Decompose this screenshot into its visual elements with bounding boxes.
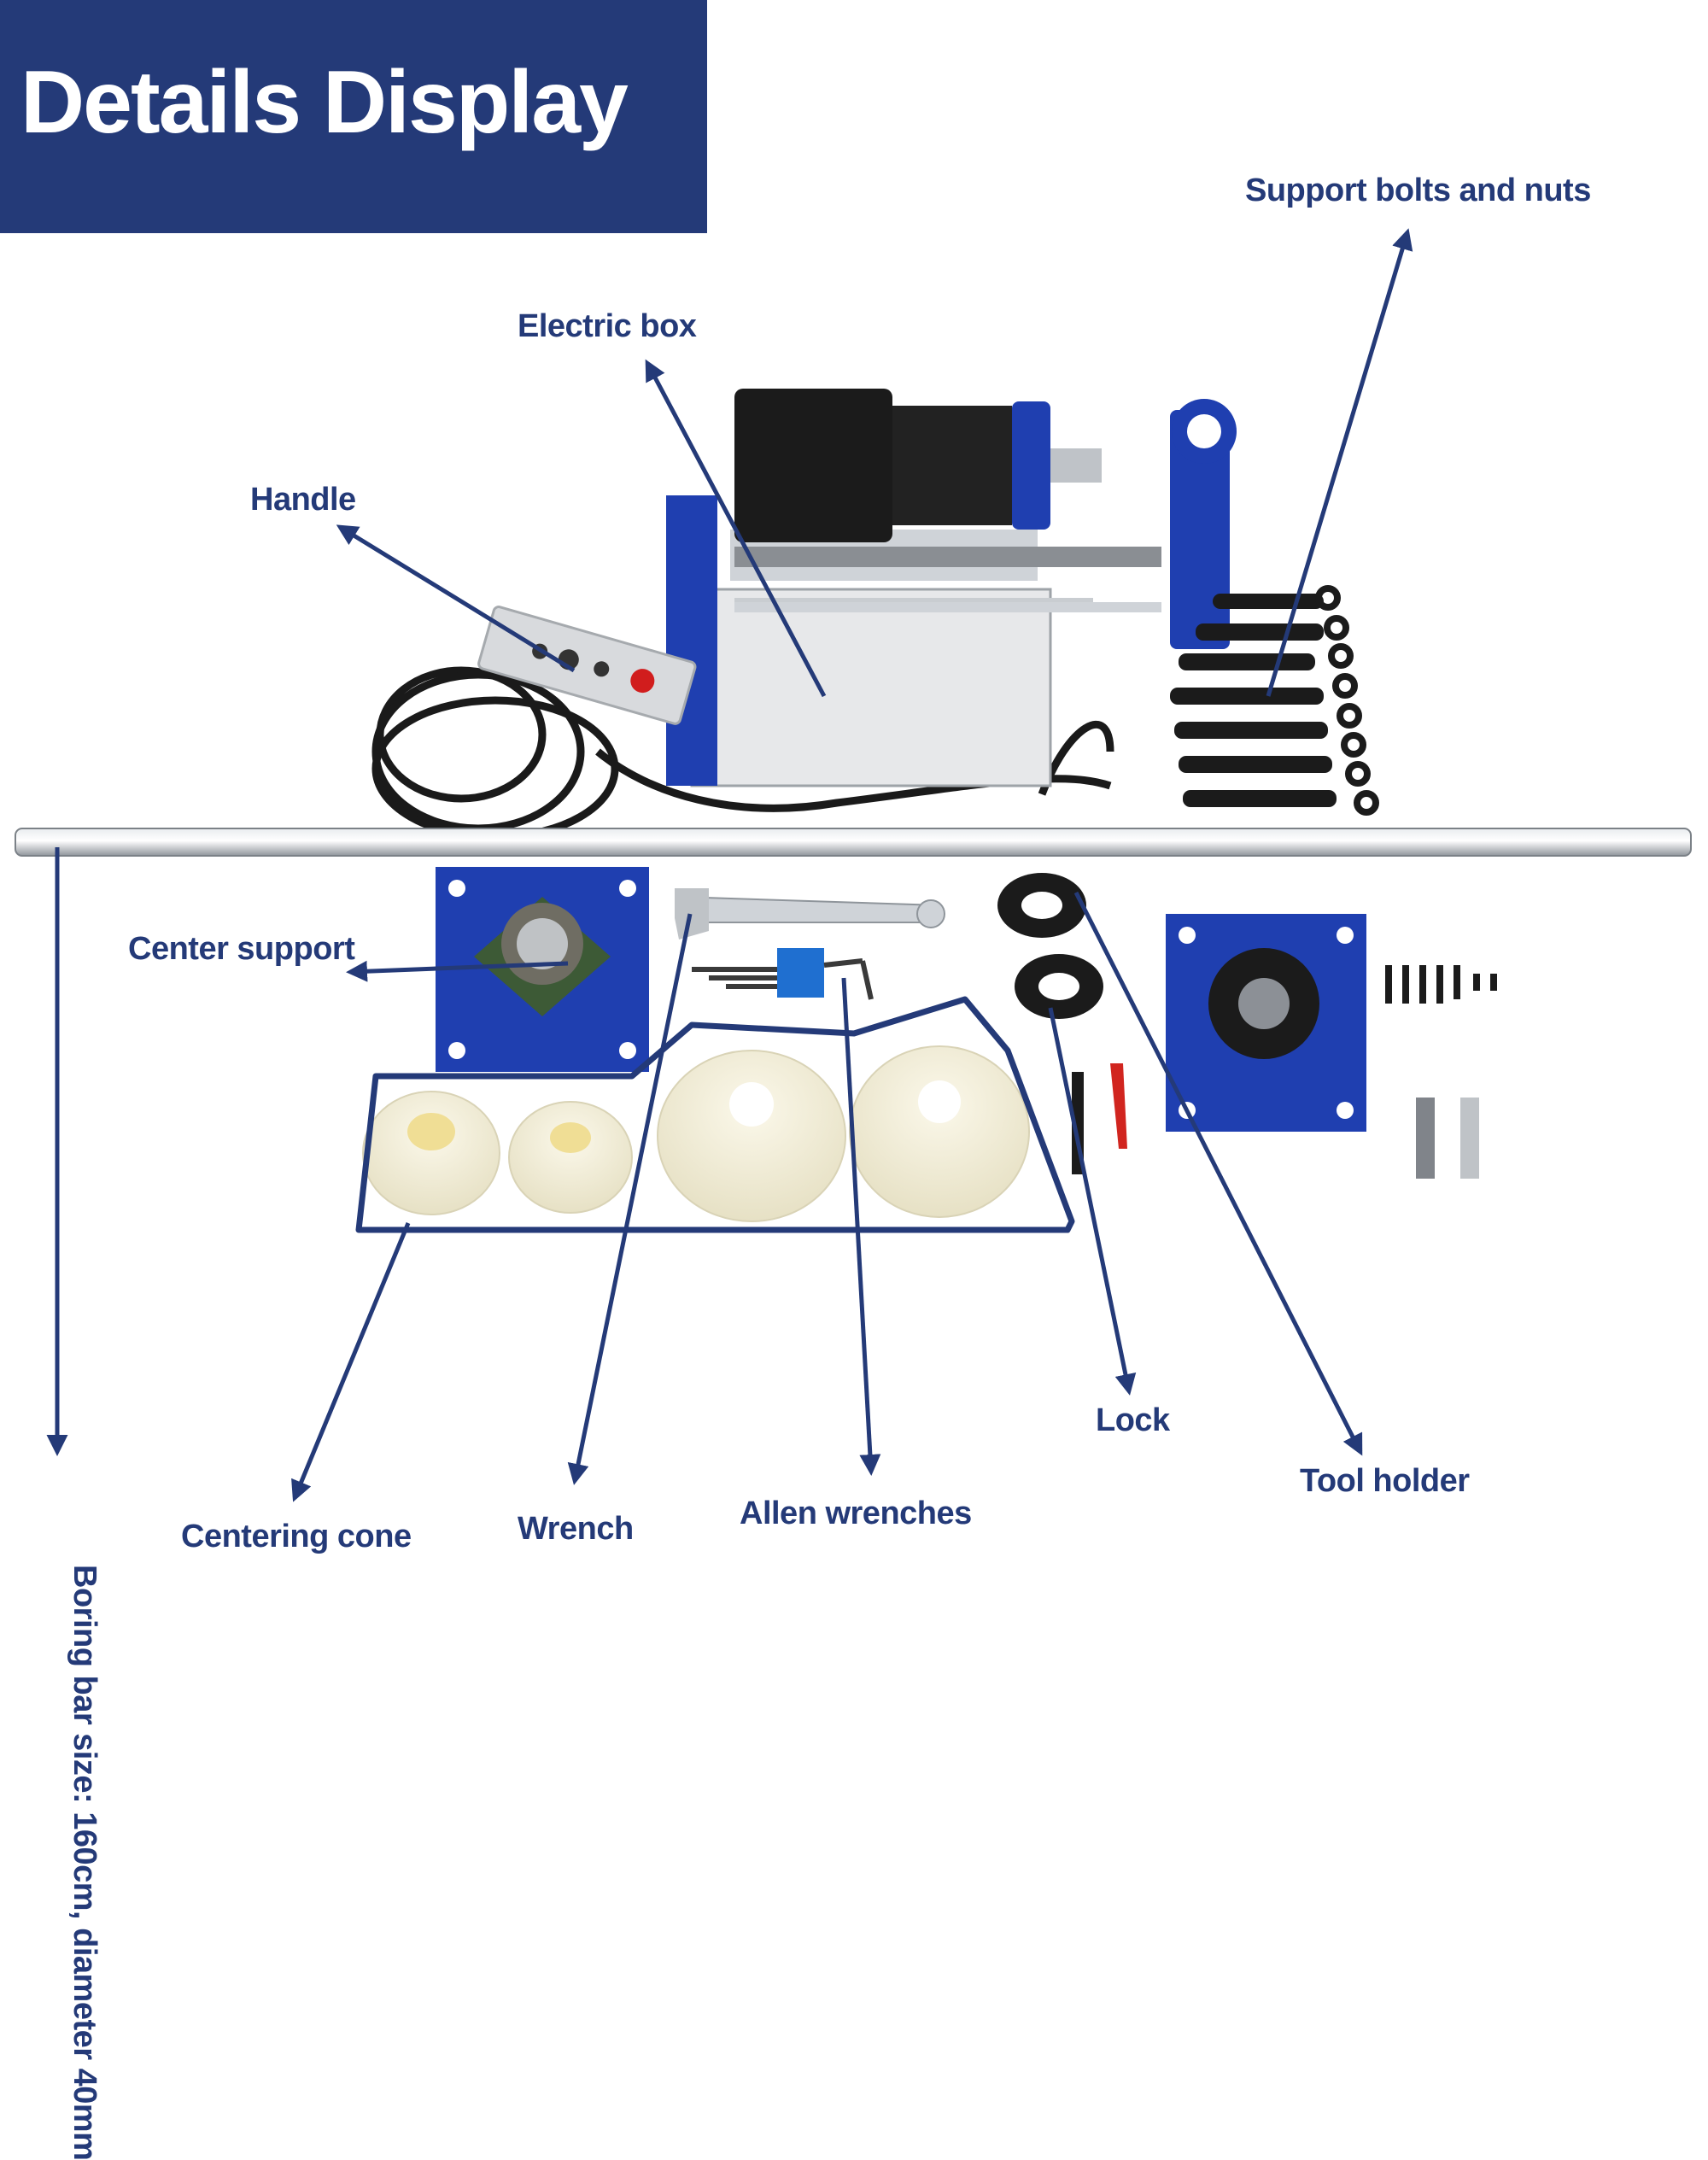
lock-collars [997,873,1103,1019]
cutting-tools [1072,1063,1479,1179]
label-handle: Handle [250,482,356,518]
label-wrench: Wrench [518,1511,634,1547]
label-electric-box: Electric box [518,308,697,344]
handle-pendant [477,606,697,725]
arrow-lock [1048,1007,1137,1396]
label-tool-holder: Tool holder [1300,1463,1470,1499]
title-banner: Details Display [0,0,707,233]
arrow-handle [336,524,576,673]
tool-holder-plate [1166,914,1366,1132]
arrow-centering-cone [291,1222,411,1502]
motor [734,389,1102,542]
product-photo [15,228,1692,1502]
support-bracket [1170,399,1237,649]
callout-arrows [46,228,1413,1502]
arrow-allen-wrenches [841,977,881,1476]
allen-wrench-set [692,948,874,1000]
centering-cones [362,1045,1030,1222]
adjustable-wrench [675,888,945,940]
label-support-bolts-nuts: Support bolts and nuts [1245,173,1591,208]
label-allen-wrenches: Allen wrenches [740,1496,972,1531]
label-boring-bar-size: Boring bar size: 160cm, diameter 40mm [67,1565,102,2160]
banner-title: Details Display [20,53,629,152]
lead-screw [734,547,1161,612]
label-center-support: Center support [128,931,355,967]
support-bolts [1170,594,1337,807]
boring-bar [15,828,1692,857]
label-lock: Lock [1096,1402,1170,1438]
support-nuts [1315,585,1379,816]
arrow-tool-holder [1073,891,1363,1456]
arrow-support-bolts [1266,228,1413,697]
arrow-center-support [346,960,569,982]
set-screws [1385,965,1497,1004]
arrow-wrench [567,913,693,1485]
arrow-electric-box [645,359,827,698]
label-centering-cone: Centering cone [181,1519,412,1554]
